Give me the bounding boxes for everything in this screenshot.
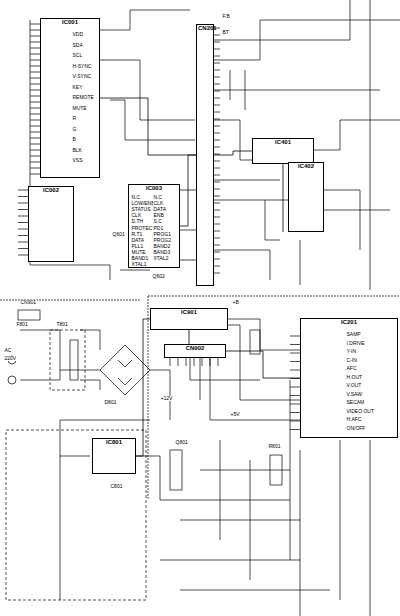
pin-label: D801 bbox=[104, 400, 117, 405]
pin-label: BAND3 bbox=[153, 250, 171, 255]
pin-label: REMOTE bbox=[72, 95, 94, 100]
pin-label: CLK bbox=[153, 201, 164, 206]
pin-label: SDA bbox=[72, 43, 83, 48]
pin-label: DATA bbox=[131, 238, 145, 243]
pin-label: XTAL1 bbox=[131, 262, 147, 267]
pin-label: +B bbox=[232, 300, 239, 305]
pin-label: BT bbox=[222, 30, 229, 35]
part-name: IC901 bbox=[151, 309, 227, 316]
pin-label: DATA bbox=[153, 207, 167, 212]
pin-label: MUTE bbox=[72, 106, 87, 111]
ic-box: IC801 bbox=[92, 438, 136, 474]
pin-label: 220V bbox=[4, 356, 17, 361]
pin-label: BAND2 bbox=[153, 244, 171, 249]
pin-label: T801 bbox=[56, 322, 68, 327]
pin-label: LOW/ENB bbox=[131, 201, 155, 206]
pin-label: V.OUT bbox=[346, 383, 362, 388]
ic-box: CN902 bbox=[164, 344, 226, 358]
part-name: CN201 bbox=[197, 25, 213, 32]
pin-label: N.C bbox=[153, 195, 163, 200]
part-name: IC402 bbox=[289, 163, 323, 170]
pin-label: Y-IN bbox=[346, 349, 357, 354]
pin-label: H.AFC bbox=[346, 417, 362, 422]
pin-label: +5V bbox=[230, 412, 240, 417]
ic-box: IC002 bbox=[28, 186, 74, 262]
signal-wire bbox=[214, 151, 252, 155]
pin-label: +12V bbox=[160, 396, 173, 401]
pin-label: PLL1 bbox=[131, 244, 144, 249]
ic-box: IC901 bbox=[150, 308, 228, 330]
pin-label: AFC bbox=[346, 366, 357, 371]
pin-label: VSS bbox=[72, 158, 83, 163]
pin-label: STATUS bbox=[131, 207, 151, 212]
pin-label: SAMP bbox=[346, 332, 361, 337]
pin-label: BAND1 bbox=[131, 256, 149, 261]
pin-label: ON/OFF bbox=[346, 426, 366, 431]
pin-label: BLK bbox=[72, 148, 82, 153]
pin-label: H.OUT bbox=[346, 375, 363, 380]
pin-label: Q601 bbox=[112, 232, 125, 237]
pin-label: N.C bbox=[131, 195, 141, 200]
pin-label: F801 bbox=[16, 322, 28, 327]
part-name: CN902 bbox=[165, 345, 225, 352]
pin-label: SECAM bbox=[346, 400, 365, 405]
pin-label: XTAL2 bbox=[153, 256, 169, 261]
part-name: IC201 bbox=[301, 319, 397, 326]
pin-label: R.T1 bbox=[131, 232, 143, 237]
pin-label: H-SYNC bbox=[72, 64, 92, 69]
pin-label: CLK bbox=[131, 213, 142, 218]
pin-label: PD1 bbox=[153, 226, 164, 231]
pin-label: Q801 bbox=[175, 440, 188, 445]
pin-label: KEY bbox=[72, 85, 83, 90]
part-name: IC801 bbox=[93, 439, 135, 446]
pin-label: PROG2 bbox=[153, 238, 172, 243]
ic-box: IC401 bbox=[252, 138, 314, 164]
ic-box: IC402 bbox=[288, 162, 324, 232]
part-name: IC002 bbox=[29, 187, 73, 194]
ic-box: CN201 bbox=[196, 24, 214, 286]
pin-label: I.DRIVE bbox=[346, 341, 365, 346]
pin-label: AC bbox=[4, 348, 12, 353]
pin-label: MUTE bbox=[131, 250, 146, 255]
part-name: IC001 bbox=[41, 19, 99, 26]
pin-label: C801 bbox=[110, 484, 123, 489]
pin-label: S.C bbox=[153, 219, 162, 224]
signal-wire bbox=[226, 351, 300, 378]
signal-wire bbox=[180, 155, 196, 226]
pin-label: ENB bbox=[153, 213, 164, 218]
power-symbols bbox=[6, 310, 282, 600]
pin-label: CN901 bbox=[20, 300, 37, 305]
pin-label: VIDEO OUT bbox=[346, 409, 375, 414]
signal-wire bbox=[136, 319, 150, 456]
pin-label: B bbox=[72, 137, 76, 142]
pin-label: V-SYNC bbox=[72, 74, 92, 79]
pin-label: F.B bbox=[222, 14, 230, 19]
pin-label: PROG1 bbox=[153, 232, 172, 237]
signal-wire bbox=[189, 330, 190, 344]
pin-label: Q602 bbox=[152, 274, 165, 279]
signal-wire bbox=[100, 98, 196, 155]
part-name: IC401 bbox=[253, 139, 313, 146]
pin-label: R801 bbox=[268, 444, 281, 449]
pin-label: R bbox=[72, 116, 77, 121]
pin-label: C-IN bbox=[346, 358, 357, 363]
pin-label: V.SAW bbox=[346, 392, 362, 397]
pin-label: G bbox=[72, 127, 77, 132]
pin-label: SCL bbox=[72, 53, 83, 58]
pin-label: D.TH bbox=[131, 219, 144, 224]
part-name: IC003 bbox=[129, 185, 179, 192]
pin-label: VDD bbox=[72, 32, 84, 37]
